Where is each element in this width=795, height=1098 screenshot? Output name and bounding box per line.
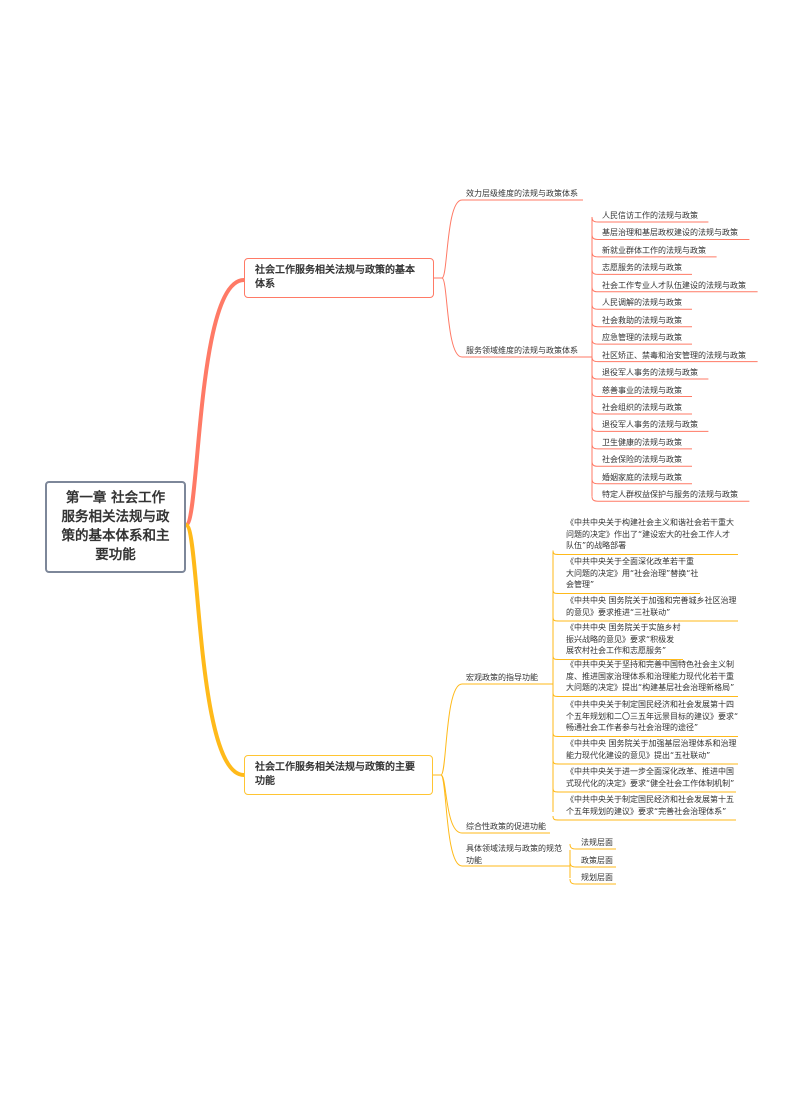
macro-policy-line: 《中共中央 国务院关于加强和完善城乡社区治理	[566, 596, 737, 605]
connector-leaf	[552, 815, 736, 821]
macro-policy-document[interactable]: 《中共中央关于坚持和完善中国特色社会主义制度、推进国家治理体系和治理能力现代化若…	[566, 659, 734, 694]
connector-macro	[433, 683, 545, 776]
macro-policy-line: 畅通社会工作者参与社会治理的途径”	[566, 723, 699, 732]
macro-policy-line: 问题的决定》作出了“建设宏大的社会工作人才	[566, 529, 731, 539]
policy-domain-item[interactable]: 退役军人事务的法规与政策	[602, 368, 698, 378]
norm-level-item[interactable]: 法规层面	[581, 838, 613, 847]
macro-policy-line: 个五年规划的建议》要求“完善社会治理体系”	[566, 806, 727, 816]
policy-domain-item[interactable]: 退役军人事务的法规与政策	[602, 420, 698, 430]
connector-leaf	[552, 589, 700, 594]
macro-policy-line: 《中共中央关于构建社会主义和谐社会若干重大	[566, 518, 734, 527]
macro-policy-line: 会管理”	[566, 580, 595, 589]
macro-policy-document[interactable]: 《中共中央关于构建社会主义和谐社会若干重大问题的决定》作出了“建设宏大的社会工作…	[566, 517, 734, 552]
macro-policy-line: 《中共中央 国务院关于实施乡村	[566, 623, 681, 632]
policy-domain-item[interactable]: 基层治理和基层政权建设的法规与政策	[602, 228, 738, 238]
macro-policy-document[interactable]: 《中共中央关于制定国民经济和社会发展第十四个五年规划和二〇三五年远景目标的建议》…	[566, 699, 738, 734]
macro-policy-line: 振兴战略的意见》要求“积极发	[566, 634, 675, 644]
root-topic-label: 第一章 社会工作服务相关法规与政策的基本体系和主要功能	[61, 490, 170, 563]
macro-policy-line: 大问题的决定》提出“构建基层社会治理新格局”	[566, 683, 735, 692]
connector-leaf	[591, 234, 750, 240]
macro-policy-line: 大问题的决定》用“社会治理”替换“社	[566, 568, 699, 578]
connector-leaf	[591, 216, 709, 223]
policy-domain-item[interactable]: 社区矫正、禁毒和治安管理的法规与政策	[602, 350, 746, 360]
branch-basic-system[interactable]: 社会工作服务相关法规与政策的基本体系	[244, 258, 434, 298]
macro-policy-line: 《中共中央 国务院关于加强基层治理体系和治理	[566, 739, 737, 748]
connector-leaf	[552, 787, 736, 793]
policy-domain-item[interactable]: 社会保险的法规与政策	[602, 455, 682, 465]
connector-level1	[434, 199, 583, 279]
connector-leaf	[591, 269, 692, 275]
macro-policy-document[interactable]: 《中共中央 国务院关于加强基层治理体系和治理能力现代化建设的意见》提出“五社联动…	[566, 738, 737, 761]
connector-root-branch2	[184, 523, 245, 777]
connector-leaf	[591, 496, 750, 502]
connector-leaf	[552, 692, 738, 697]
policy-domain-item[interactable]: 社会救助的法规与政策	[602, 315, 682, 325]
connector-leaf	[552, 655, 683, 660]
policy-domain-item[interactable]: 人民调解的法规与政策	[602, 298, 682, 308]
policy-domain-item[interactable]: 社会组织的法规与政策	[602, 402, 682, 412]
connector-leaf	[591, 356, 758, 363]
connector-leaf	[552, 550, 738, 555]
connector-root-branch1	[184, 278, 245, 527]
macro-policy-line: 展农村社会工作和志愿服务”	[566, 646, 667, 655]
macro-policy-line: 度、推进国家治理体系和治理能力现代化若干重	[566, 671, 734, 681]
connector-leaf	[591, 251, 717, 258]
root-topic[interactable]: 第一章 社会工作服务相关法规与政策的基本体系和主要功能	[45, 481, 186, 573]
policy-domain-item[interactable]: 慈善事业的法规与政策	[602, 385, 682, 395]
node-level-dimension[interactable]: 效力层级维度的法规与政策体系	[466, 189, 578, 198]
node-domain-dimension[interactable]: 服务领域维度的法规与政策体系	[466, 346, 578, 355]
macro-policy-line: 《中共中央关于全面深化改革若干重	[566, 557, 694, 566]
connector-leaf	[552, 759, 738, 765]
policy-domain-item[interactable]: 婚姻家庭的法规与政策	[602, 472, 682, 482]
connector-leaf	[591, 461, 692, 467]
macro-policy-line: 队伍”的战略部署	[566, 541, 627, 550]
policy-domain-item[interactable]: 志愿服务的法规与政策	[602, 263, 682, 273]
branch-main-functions[interactable]: 社会工作服务相关法规与政策的主要功能	[244, 755, 433, 795]
node-macro-guidance[interactable]: 宏观政策的指导功能	[466, 673, 538, 682]
macro-policy-document[interactable]: 《中共中央关于制定国民经济和社会发展第十五个五年规划的建议》要求“完善社会治理体…	[566, 794, 734, 817]
policy-domain-item[interactable]: 卫生健康的法规与政策	[602, 437, 682, 447]
macro-policy-line: 个五年规划和二〇三五年远景目标的建议》要求“	[566, 711, 739, 721]
connector-leaf	[591, 426, 709, 432]
node-comprehensive-promotion[interactable]: 综合性政策的促进功能	[466, 822, 546, 831]
policy-domain-item[interactable]: 人民信访工作的法规与政策	[602, 211, 698, 220]
norm-level-item[interactable]: 政策层面	[581, 856, 613, 865]
policy-domain-item[interactable]: 社会工作专业人才队伍建设的法规与政策	[602, 280, 746, 290]
connector-leaf	[569, 861, 616, 868]
connector-leaf	[591, 339, 692, 345]
macro-policy-document[interactable]: 《中共中央关于全面深化改革若干重大问题的决定》用“社会治理”替换“社会管理”	[566, 556, 698, 591]
connector-leaf	[569, 843, 616, 850]
connector-leaf	[591, 443, 692, 450]
branch-main-functions-label: 社会工作服务相关法规与政策的主要功能	[255, 762, 415, 787]
macro-policy-document[interactable]: 《中共中央 国务院关于加强和完善城乡社区治理的意见》要求推进“三社联动”	[566, 595, 737, 618]
connector-macro-trunk	[545, 552, 554, 812]
connector-specific	[433, 774, 560, 867]
node-specific-regulation[interactable]: 具体领域法规与政策的规范功能	[466, 844, 562, 865]
connector-leaf	[552, 616, 738, 622]
macro-policy-line: 《中共中央关于进一步全面深化改革、推进中国	[566, 767, 734, 776]
connector-leaf	[591, 391, 692, 397]
connector-leaf	[591, 321, 692, 328]
connector-leaf	[552, 732, 738, 737]
macro-policy-line: 的意见》要求推进“三社联动”	[566, 607, 671, 617]
connector-leaf	[591, 478, 692, 485]
macro-policy-line: 《中共中央关于制定国民经济和社会发展第十五	[566, 795, 734, 804]
connector-leaf	[591, 286, 758, 293]
branch-basic-system-label: 社会工作服务相关法规与政策的基本体系	[255, 265, 415, 290]
connector-leaf	[569, 878, 616, 885]
policy-domain-item[interactable]: 应急管理的法规与政策	[602, 333, 682, 343]
macro-policy-document[interactable]: 《中共中央 国务院关于实施乡村振兴战略的意见》要求“积极发展农村社会工作和志愿服…	[566, 622, 681, 657]
connector-level2	[434, 277, 590, 358]
connector-leaf	[591, 408, 692, 415]
connector-leaf	[591, 374, 709, 380]
policy-domain-item[interactable]: 新就业群体工作的法规与政策	[602, 245, 706, 255]
macro-policy-line: 式现代化的决定》要求“健全社会工作体制机制”	[566, 778, 735, 788]
norm-level-item[interactable]: 规划层面	[581, 873, 613, 882]
macro-policy-line: 能力现代化建设的意见》提出“五社联动”	[566, 750, 711, 760]
connector-leaf	[591, 304, 692, 310]
macro-policy-line: 《中共中央关于坚持和完善中国特色社会主义制	[566, 660, 734, 669]
macro-policy-document[interactable]: 《中共中央关于进一步全面深化改革、推进中国式现代化的决定》要求“健全社会工作体制…	[566, 766, 734, 789]
macro-policy-line: 《中共中央关于制定国民经济和社会发展第十四	[566, 700, 734, 709]
policy-domain-item[interactable]: 特定人群权益保护与服务的法规与政策	[602, 490, 738, 500]
